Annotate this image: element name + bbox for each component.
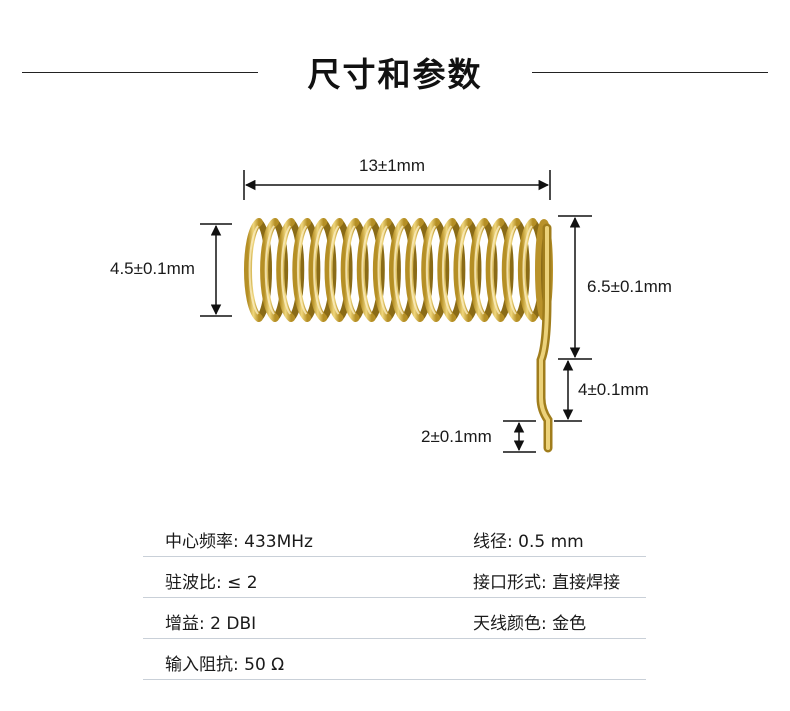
coil-turn-front: [244, 218, 263, 322]
coil-turn-front: [405, 218, 424, 322]
helical-coil: [244, 218, 553, 322]
spec-row: 驻波比: ≤ 2 接口形式: 直接焊接: [143, 557, 646, 598]
coil-turn-highlight: [506, 225, 517, 315]
coil-turn-front: [308, 218, 328, 322]
spec-row: 增益: 2 DBI 天线颜色: 金色: [143, 598, 646, 639]
coil-turn-back: [304, 219, 321, 321]
coil-turn-highlight: [474, 225, 485, 315]
coil-turn-back: [401, 219, 417, 321]
coil-turn-back: [352, 219, 369, 321]
title-divider-left: [22, 72, 258, 73]
coil-turn-front: [485, 218, 505, 322]
spec-interface: 接口形式: 直接焊接: [473, 573, 621, 593]
coil-turn-front: [469, 218, 489, 322]
coil-turn-front: [340, 218, 360, 322]
spec-table: 中心频率: 433MHz 线径: 0.5 mm 驻波比: ≤ 2 接口形式: 直…: [143, 516, 646, 680]
coil-turn-front: [372, 218, 392, 322]
coil-turn-back: [481, 219, 498, 321]
dimension-coil-diameter: 4.5±0.1mm: [110, 223, 232, 317]
coil-turn-front: [517, 218, 537, 322]
coil-turn-front: [292, 218, 312, 322]
coil-turn-highlight: [329, 225, 340, 315]
spec-wire-diameter: 线径: 0.5 mm: [473, 532, 584, 552]
coil-turn-front: [421, 218, 441, 322]
spec-impedance: 输入阻抗: 50 Ω: [165, 655, 285, 675]
coil-turn-back: [497, 219, 514, 321]
coil-turn-back: [384, 219, 401, 321]
coil-turn-back: [320, 219, 337, 321]
coil-turn-highlight: [377, 225, 388, 315]
coil-turn-highlight: [441, 225, 453, 315]
lead-wire-highlight: [539, 226, 550, 450]
coil-turn-front: [453, 218, 473, 322]
coil-turn-front: [356, 218, 376, 322]
antenna-dimension-diagram: 13±1mm 4.5±0.1mm 6.5±0.1mm 4±0.1mm 2±0.1…: [110, 156, 672, 453]
coil-turn-back: [417, 219, 434, 321]
coil-turn-back: [288, 219, 305, 321]
page-title: 尺寸和参数: [307, 55, 483, 94]
coil-turn-back: [368, 219, 385, 321]
spec-row: 输入阻抗: 50 Ω: [143, 639, 646, 680]
spec-gain: 增益: 2 DBI: [165, 614, 257, 634]
coil-turn-highlight: [393, 225, 404, 315]
coil-turn-back: [272, 219, 289, 321]
title-divider-right: [532, 72, 768, 73]
dimension-tip-length: 2±0.1mm: [421, 420, 536, 453]
coil-turn-highlight: [345, 225, 356, 315]
dimension-length: 13±1mm: [243, 156, 551, 200]
section-header: 尺寸和参数: [0, 48, 790, 98]
spec-center-frequency: 中心频率: 433MHz: [165, 532, 313, 552]
coil-turn-front: [324, 218, 344, 322]
spec-row: 中心频率: 433MHz 线径: 0.5 mm: [143, 516, 646, 557]
coil-diameter-label: 4.5±0.1mm: [110, 259, 195, 278]
coil-turn-front: [501, 218, 521, 322]
coil-turn-front: [389, 218, 408, 322]
dimension-lead-height: 6.5±0.1mm: [558, 215, 672, 360]
coil-turn-highlight: [248, 225, 259, 315]
spec-color: 天线颜色: 金色: [473, 614, 587, 634]
coil-turn-highlight: [361, 225, 372, 315]
dimension-bend-height: 4±0.1mm: [554, 359, 649, 422]
lead-height-label: 6.5±0.1mm: [587, 277, 672, 296]
coil-turn-highlight: [490, 225, 501, 315]
coil-turn-front: [276, 218, 296, 322]
coil-turn-back: [513, 219, 530, 321]
coil-turn-back: [336, 219, 353, 321]
coil-turn-highlight: [425, 225, 437, 315]
coil-turn-front: [260, 218, 279, 322]
length-label: 13±1mm: [359, 156, 425, 175]
spec-vswr: 驻波比: ≤ 2: [165, 573, 258, 593]
coil-turn-back: [256, 219, 272, 321]
coil-turn-highlight: [296, 225, 308, 315]
coil-turn-back: [433, 219, 450, 321]
coil-turn-back: [529, 219, 546, 321]
coil-turn-highlight: [409, 225, 421, 315]
bend-height-label: 4±0.1mm: [578, 380, 649, 399]
coil-turn-highlight: [458, 225, 469, 315]
coil-turn-highlight: [264, 225, 276, 315]
coil-turn-highlight: [522, 225, 533, 315]
tip-length-label: 2±0.1mm: [421, 427, 492, 446]
coil-turn-back: [449, 219, 466, 321]
coil-turn-back: [465, 219, 482, 321]
coil-turn-front: [437, 218, 457, 322]
coil-turn-highlight: [313, 225, 324, 315]
coil-turn-highlight: [280, 225, 292, 315]
